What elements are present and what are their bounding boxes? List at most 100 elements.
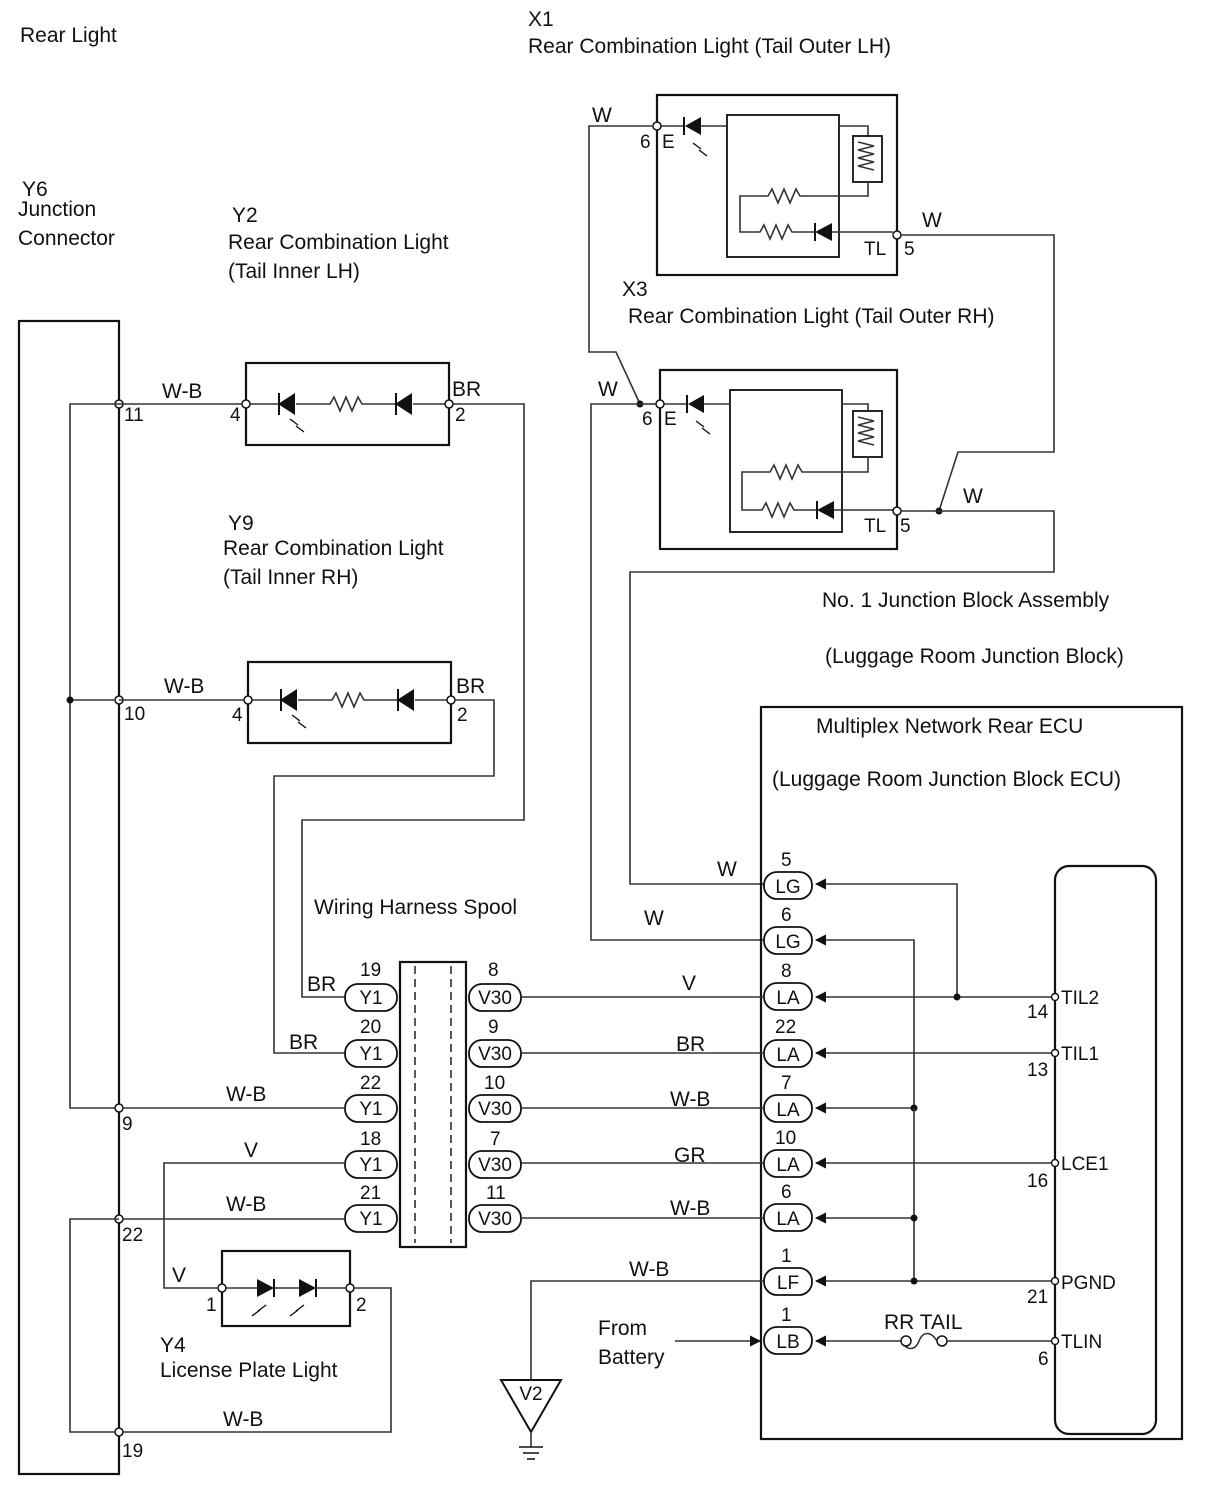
ecu-pin: 6 [781, 1182, 792, 1203]
spool-connector-y1 [344, 1039, 398, 1068]
spool-body [398, 960, 468, 1249]
diagram-title: Rear Light [20, 24, 117, 47]
x1-pin-tl-label: TL [864, 239, 886, 260]
source-line1: From [598, 1317, 647, 1340]
ecu-pin: 22 [775, 1017, 796, 1038]
ecu-conn-label: LB [776, 1332, 799, 1353]
led-icon [685, 117, 701, 135]
y4-pin-left: 1 [206, 1295, 217, 1316]
ecu-terminal-name: TIL1 [1061, 1044, 1099, 1065]
ecu-pin: 1 [781, 1246, 792, 1267]
source-line2: Battery [598, 1346, 665, 1369]
x1-pin-tl-terminal [892, 230, 902, 240]
x3-lamp [658, 368, 899, 551]
spool-right-conn: V30 [478, 988, 512, 1009]
ground-icon [519, 1446, 543, 1460]
y9-internal [248, 689, 451, 729]
v2-id: V2 [519, 1384, 542, 1405]
ecu-conn-label: LG [775, 932, 800, 953]
ecu-conn-label: LA [776, 1155, 800, 1176]
spool-left-pin: 21 [360, 1183, 381, 1204]
y6-id: Y6 [22, 178, 48, 201]
y9-pin-right-terminal [446, 695, 456, 705]
x1-internal [661, 117, 893, 242]
x3-pin-tl: 5 [900, 516, 911, 537]
x3-inner-block [729, 389, 843, 533]
wire-label-wb: W-B [226, 1193, 266, 1216]
fuse-icon [936, 1335, 948, 1347]
ecu-terminal-name: PGND [1061, 1273, 1116, 1294]
ecu-name-line1: Multiplex Network Rear ECU [816, 715, 1083, 738]
spool-right-pin: 10 [484, 1073, 505, 1094]
y4-pin-left-terminal [217, 1283, 227, 1293]
wire-label-v: V [244, 1139, 258, 1162]
ecu-terminal-name: TLIN [1061, 1332, 1102, 1353]
wire-label-wb: W-B [164, 675, 204, 698]
y2-internal [246, 393, 449, 433]
fuse-element [900, 1332, 938, 1350]
ecu-pin: 10 [775, 1128, 796, 1149]
spool-connectors: 19 Y1 8 V30 20 Y1 9 V30 22 Y1 10 V30 18 … [344, 960, 522, 1233]
wire-label-gr: GR [674, 1144, 706, 1167]
x1-lamp [655, 93, 899, 277]
resistor-element [852, 135, 883, 183]
ecu-connectors: 5 LG 6 LG 8 LA 22 LA 7 LA 10 LA 6 LA 1 L… [763, 850, 813, 1355]
y9-pin-left-terminal [243, 695, 253, 705]
ecu-terminal-name: TIL2 [1061, 988, 1099, 1009]
wire-label-wb: W-B [670, 1197, 710, 1220]
diode-icon [397, 689, 414, 711]
wire-label-br: BR [307, 973, 336, 996]
spool-left-conn: Y1 [359, 1099, 382, 1120]
y4-id: Y4 [160, 1334, 186, 1357]
y4-internal [226, 1279, 346, 1317]
wire-ecu-lf-to-ground [530, 1280, 764, 1380]
wire-label-br: BR [452, 378, 481, 401]
spool-right-conn: V30 [478, 1044, 512, 1065]
x3-name: Rear Combination Light (Tail Outer RH) [628, 305, 994, 328]
led-icon [280, 689, 297, 711]
spool-right-pin: 11 [486, 1183, 506, 1204]
x1-id: X1 [528, 8, 554, 31]
ecu-connector-lb1 [763, 1326, 813, 1355]
y6-name-line1: Junction [18, 198, 96, 221]
wire-y9-to-spool-20 [273, 699, 495, 1054]
spool-right-conn: V30 [478, 1209, 512, 1230]
y9-lamp [246, 660, 453, 745]
led-icon [299, 1279, 316, 1297]
jb-name-line2: (Luggage Room Junction Block) [825, 645, 1124, 668]
wire-label-br: BR [456, 675, 485, 698]
wire-label-w: W [963, 485, 983, 508]
y4-pin-right-terminal [345, 1283, 355, 1293]
y6-bus-line [69, 403, 119, 1109]
y2-pin-left-terminal [241, 399, 251, 409]
ecu-terminal-pin: 16 [1027, 1171, 1048, 1192]
x3-pin-tl-terminal [892, 506, 902, 516]
y6-pin-19: 19 [122, 1441, 143, 1462]
ecu-internal-module [1053, 864, 1158, 1436]
ecu-conn-label: LG [775, 877, 800, 898]
wire-spool-18-y4 [163, 1162, 345, 1289]
ecu-terminals: TIL2 14 TIL1 13 LCE1 16 PGND 21 TLIN 6 [1027, 988, 1116, 1370]
x1-pin-tl: 5 [904, 239, 915, 260]
wire-label-w: W [598, 378, 618, 401]
y6-name-line2: Connector [18, 227, 115, 250]
y6-pin-9-terminal [114, 1103, 124, 1113]
ecu-conn-label: LF [777, 1273, 799, 1294]
y9-pin-right: 2 [457, 705, 468, 726]
wire-y4-to-y6-19 [123, 1287, 392, 1433]
wire-y6-22-loop [69, 1218, 119, 1433]
spool-connector-v30 [468, 1150, 522, 1179]
spool-left-conn: Y1 [359, 1044, 382, 1065]
x1-pin-e-label: E [662, 132, 675, 153]
x3-pin-tl-label: TL [864, 516, 886, 537]
y4-pin-right: 2 [356, 1295, 367, 1316]
resistor-element [852, 410, 883, 458]
spool-left-conn: Y1 [359, 988, 382, 1009]
y6-pin-22: 22 [122, 1225, 143, 1246]
wire-label-wb: W-B [162, 380, 202, 403]
spool-connector-y1 [344, 1150, 398, 1179]
wire-label-wb: W-B [223, 1408, 263, 1431]
wire-y2-to-spool-19 [301, 403, 525, 998]
ecu-conn-label: LA [776, 988, 800, 1009]
wire-label-v: V [172, 1264, 186, 1287]
